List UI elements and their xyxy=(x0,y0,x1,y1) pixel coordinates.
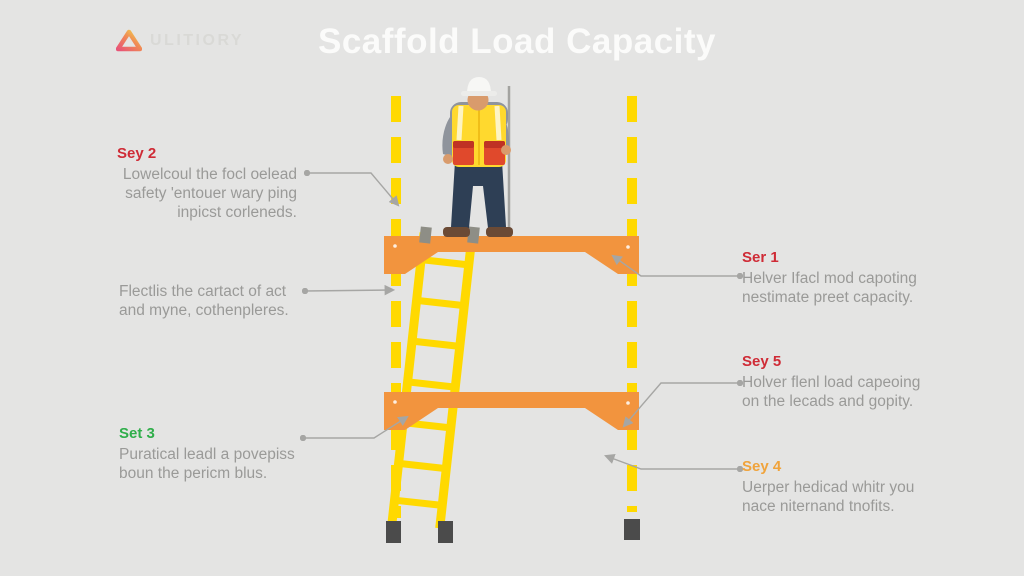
step-label: Ser 1 xyxy=(742,249,779,266)
brand-logo: ULITIORY xyxy=(116,29,244,52)
callout-step-4: Sey 4 Uerper hedicad whitr you nace nite… xyxy=(742,458,957,516)
leader-step4 xyxy=(604,454,744,473)
upper-platform xyxy=(384,236,639,274)
leader-step5 xyxy=(622,379,744,428)
ladder-clips xyxy=(419,226,480,244)
triangle-logo-icon xyxy=(116,29,142,52)
step-text: Holver flenl load capeoing on the lecads… xyxy=(742,374,921,410)
worker-shoe-right xyxy=(486,227,513,237)
vest-reflective-stripes xyxy=(456,105,502,141)
step-text: Lowelcoul the focl oelead safety 'entoue… xyxy=(122,166,297,221)
callout-note-left: Flectlis the cartact of act and myne, co… xyxy=(119,282,309,320)
callout-step-1: Ser 1 Helver Ifacl mod capoting nestimat… xyxy=(742,249,957,307)
step-text: Uerper hedicad whitr you nace niternand … xyxy=(742,479,915,515)
ladder xyxy=(387,232,477,529)
leader-step1 xyxy=(611,254,744,280)
leader-lines xyxy=(299,169,744,473)
worker-figure xyxy=(442,77,513,237)
page-title: Scaffold Load Capacity xyxy=(317,22,717,61)
callout-step-5: Sey 5 Holver flenl load capeoing on the … xyxy=(742,353,957,411)
ladder-right-rail xyxy=(435,235,477,529)
step-text: Puratical leadl a povepiss boun the peri… xyxy=(119,446,295,482)
leader-step3 xyxy=(299,415,409,442)
callout-step-3: Set 3 Puratical leadl a povepiss boun th… xyxy=(119,425,314,483)
step-text: Helver Ifacl mod capoting nestimate pree… xyxy=(742,270,917,306)
vest-pockets xyxy=(453,141,505,165)
note-text: Flectlis the cartact of act and myne, co… xyxy=(119,283,289,319)
lower-platform xyxy=(384,392,639,430)
base-feet xyxy=(386,519,640,543)
leader-note-left xyxy=(301,284,396,296)
callout-step-2: Sey 2 Lowelcoul the focl oelead safety '… xyxy=(117,145,297,222)
hard-hat xyxy=(467,77,491,94)
ladder-left-rail xyxy=(387,232,429,524)
step-label: Sey 4 xyxy=(742,458,782,475)
step-label: Sey 5 xyxy=(742,353,782,370)
worker-shoe-left xyxy=(443,227,470,237)
leader-step2 xyxy=(303,169,400,207)
step-label: Set 3 xyxy=(119,425,155,442)
brand-name: ULITIORY xyxy=(150,31,245,49)
worker-pants xyxy=(451,161,506,228)
step-label: Sey 2 xyxy=(117,145,157,162)
